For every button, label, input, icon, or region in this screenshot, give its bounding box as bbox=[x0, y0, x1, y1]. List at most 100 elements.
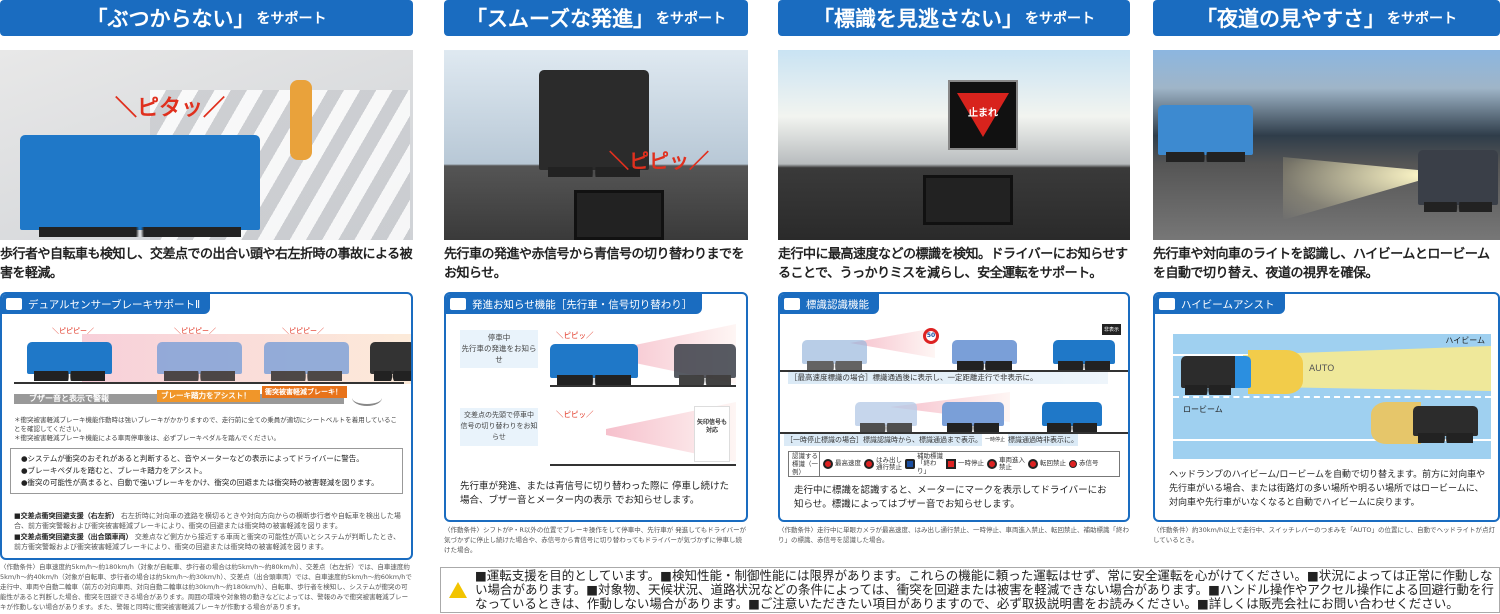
ground-line bbox=[14, 382, 404, 384]
header-title: 「標識を見逃さない」 bbox=[813, 7, 1023, 31]
car-topview bbox=[1181, 356, 1251, 395]
car-image bbox=[942, 402, 1004, 433]
car-image bbox=[802, 340, 867, 371]
row-label: ［一時停止標識の場合］標識認識時から、標識通過まで表示。 一時停止 標識通過時非… bbox=[784, 434, 1128, 446]
road-diagram: AUTO ハイビーム ロービーム bbox=[1173, 334, 1491, 459]
end-sign-icon bbox=[905, 459, 915, 469]
feature-tag: 標識認識機能 bbox=[780, 294, 879, 314]
sign-no-entry: 車両進入禁止 bbox=[987, 455, 1025, 472]
header-title: 「ぶつからない」 bbox=[86, 7, 255, 31]
header-title: 「夜道の見やすさ」 bbox=[1196, 7, 1385, 31]
stop-sign-display: 止まれ bbox=[948, 80, 1018, 150]
beep-label: ＼ピピッ／ bbox=[556, 410, 594, 419]
stop-sign-text: 止まれ bbox=[968, 108, 998, 119]
note-text: ＊衝突被害軽減ブレーキ機能作動時は強いブレーキがかかりますので、走行前に全ての乗… bbox=[14, 416, 398, 433]
feature-text: 交差点など側方から接近する車両と衝突の可能性が高いとシステムが判断したとき、前方… bbox=[14, 533, 401, 551]
header-subtitle: をサポート bbox=[1387, 11, 1457, 27]
feature-tag: 発進お知らせ機能［先行車・信号切り替わり］ bbox=[446, 294, 703, 314]
cyclist-icon bbox=[352, 390, 382, 406]
car-image bbox=[27, 342, 112, 381]
dashboard-display bbox=[574, 190, 664, 240]
scenario-card: 交差点の先頭で停車中 信号の切り替わりをお知らせ bbox=[460, 408, 538, 446]
dashboard-display bbox=[923, 175, 1013, 225]
row-mid: 一時停止 bbox=[985, 437, 1006, 443]
feature-description: 走行中に標識を認識すると、メーターにマークを表示してドライバーにお知らせ。標識に… bbox=[794, 485, 1107, 510]
headlight-beam bbox=[1283, 157, 1423, 220]
sign-label: 車両進入禁止 bbox=[999, 455, 1025, 471]
beep-label: ＼ピピピー／ bbox=[52, 327, 94, 335]
car-image bbox=[539, 70, 649, 177]
sign-red-light: 赤信号 bbox=[1069, 460, 1105, 468]
car-image bbox=[1418, 150, 1498, 212]
sign-label: 補助標識「終わり」 bbox=[917, 451, 943, 475]
asterisk-notes: ＊衝突被害軽減ブレーキ機能作動時は強いブレーキがかかりますので、走行前に全ての乗… bbox=[14, 416, 399, 443]
photo-crosswalk: ＼ピタッ／ bbox=[0, 50, 413, 240]
safety-disclaimer: ■運転支援を目的としています。■検知性能・制御性能には限界があります。これらの機… bbox=[440, 567, 1500, 613]
no-entry-icon bbox=[987, 459, 997, 469]
high-beam-icon bbox=[1159, 298, 1175, 310]
stop-sign-icon bbox=[946, 459, 956, 469]
car-image bbox=[1158, 105, 1253, 162]
car-image bbox=[20, 135, 260, 237]
sign-label: はみ出し通行禁止 bbox=[876, 455, 902, 471]
column-collision: 「ぶつからない」をサポート ＼ピタッ／ 歩行者や自転車も検知し、交差点での出合い… bbox=[0, 0, 413, 614]
oncoming-beam-area bbox=[1371, 402, 1421, 444]
feature-title: 発進お知らせ機能［先行車・信号切り替わり］ bbox=[472, 298, 693, 311]
high-beam-label: ハイビーム bbox=[1445, 336, 1485, 345]
caption: 先行車の発進や赤信号から青信号の切り替わりまでをお知らせ。 bbox=[444, 247, 745, 281]
scenario-body: 信号の切り替わりをお知らせ bbox=[460, 422, 538, 441]
header-subtitle: をサポート bbox=[256, 11, 327, 27]
scenario-head: 交差点の先頭で停車中 bbox=[464, 411, 534, 419]
feature-label: ■交差点衝突回避支援（右左折） bbox=[14, 512, 119, 520]
car-image bbox=[855, 402, 917, 433]
car-image bbox=[1053, 340, 1115, 371]
scenario-body: 先行車の発進をお知らせ bbox=[461, 344, 537, 364]
bullet-item: ●システムが衝突のおそれがあると判断すると、音やメーターなどの表示によってドライ… bbox=[21, 454, 364, 463]
feature-notes: ■交差点衝突回避支援（右左折） 右左折時に対向車の進路を横切るときや対向方向から… bbox=[14, 512, 401, 552]
scenario-head: 停車中 bbox=[487, 333, 511, 342]
feature-description: 先行車が発進、または青信号に切り替わった際に 停車し続けた場合、ブザー音とメータ… bbox=[460, 481, 730, 506]
speed-sign-value: 50 bbox=[926, 332, 936, 339]
feature-title: 標識認識機能 bbox=[806, 298, 869, 311]
car-image bbox=[952, 340, 1017, 371]
stage-warning: ブザー音と表示で警報 bbox=[29, 394, 109, 403]
low-beam-label: ロービーム bbox=[1183, 405, 1223, 414]
footnote: 〈作動条件〉約30km/h以上で走行中、スイッチレバーのつまみを「AUTO」の位… bbox=[1153, 526, 1495, 544]
car-image bbox=[157, 342, 242, 381]
sign-end: 補助標識「終わり」 bbox=[905, 451, 943, 476]
feature-description: ヘッドランプのハイビーム/ロービームを自動で切り替えます。前方に対向車や先行車が… bbox=[1169, 470, 1486, 508]
sign-list-label: 認識する標識（一例） bbox=[792, 452, 820, 476]
disclaimer-text: ■運転支援を目的としています。■検知性能・制御性能には限界があります。これらの機… bbox=[475, 568, 1494, 611]
ground-line bbox=[550, 385, 736, 387]
sign-label: 転回禁止 bbox=[1040, 459, 1066, 468]
low-beam-area bbox=[1248, 350, 1303, 394]
column-night: 「夜道の見やすさ」をサポート 先行車や対向車のライトを認識し、ハイビームとロービ… bbox=[1153, 0, 1500, 565]
feature-label: ■交差点衝突回避支援（出合頭車両） bbox=[14, 533, 133, 541]
sign-recognition-icon bbox=[784, 298, 800, 310]
footnote: 〈作動条件〉シフトがP・R以外の位置でブレーキ操作をして停車中、先行車が 発進し… bbox=[444, 526, 747, 554]
car-topview bbox=[1413, 406, 1478, 443]
sign-no-passing: はみ出し通行禁止 bbox=[864, 455, 902, 472]
column-sign: 「標識を見逃さない」をサポート 止まれ 走行中に最高速度などの標識を検知。ドライ… bbox=[778, 0, 1130, 565]
caption: 歩行者や自転車も検知し、交差点での出合い頭や右左折時の事故による被害を軽減。 bbox=[0, 247, 413, 281]
bullet-item: ●衝突の可能性が高まると、自動で強いブレーキをかけ、衝突の回避または衝突時の被害… bbox=[21, 478, 379, 487]
no-passing-icon bbox=[864, 459, 874, 469]
arrow-signal-label: 矢印信号も対応 bbox=[696, 419, 727, 434]
feature-box: デュアルセンサーブレーキサポートⅡ ＼ピピピー／ ＼ピピピー／ ＼ピピピー／ ブ… bbox=[0, 292, 413, 560]
section-header: 「ぶつからない」をサポート bbox=[0, 0, 413, 36]
row-end: 標識通過時非表示に。 bbox=[1008, 434, 1079, 446]
beep-label: ＼ピピピー／ bbox=[282, 327, 324, 335]
feature-title: ハイビームアシスト bbox=[1181, 298, 1275, 311]
car-image bbox=[1042, 402, 1102, 433]
sign-no-uturn: 転回禁止 bbox=[1028, 459, 1066, 469]
sensor-beam bbox=[82, 334, 411, 384]
sign-speed-limit: 最高速度 bbox=[823, 459, 861, 469]
hidden-display: 非表示 bbox=[1102, 324, 1122, 335]
bullet-item: ●ブレーキペダルを踏むと、ブレーキ踏力をアシスト。 bbox=[21, 466, 207, 475]
car-image bbox=[370, 342, 411, 381]
row-label: ［最高速度標識の場合］標識通過後に表示し、一定距離走行で非表示に。 bbox=[788, 372, 1108, 384]
photo-night-road bbox=[1153, 50, 1500, 240]
speed-sign: 50 bbox=[923, 328, 939, 344]
header-subtitle: をサポート bbox=[655, 11, 726, 27]
warning-icon bbox=[449, 582, 467, 598]
